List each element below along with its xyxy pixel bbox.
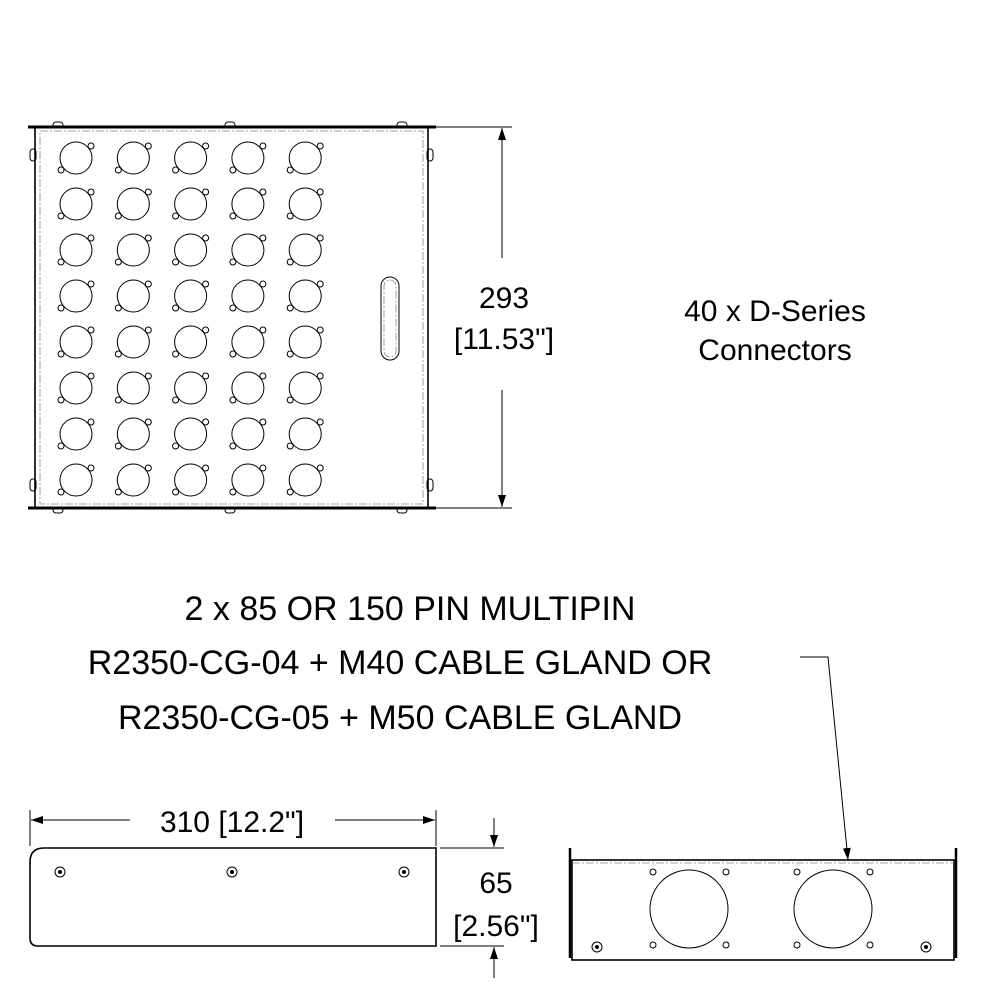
d-series-connector-cutout: [286, 417, 324, 451]
side-tab: [29, 478, 37, 492]
d-series-connector-cutout: [172, 233, 210, 267]
connector-note-line1: 40 x D-Series: [684, 295, 866, 328]
d-series-connector-cutout: [114, 187, 152, 221]
top-panel-view: [28, 121, 436, 514]
d-series-connector-cutout: [57, 187, 95, 221]
d-series-connector-cutout: [172, 187, 210, 221]
d-series-connector-cutout: [286, 371, 324, 405]
d-series-connector-cutout: [57, 325, 95, 359]
d-series-connector-cutout: [172, 417, 210, 451]
d-series-connector-cutout: [172, 279, 210, 313]
handle-slot: [380, 276, 400, 361]
d-series-connector-cutout: [114, 463, 152, 497]
d-series-connector-cutout: [229, 417, 267, 451]
height-dimension: 293 [11.53"]: [432, 126, 554, 509]
d-series-connector-cutout: [229, 141, 267, 175]
d-series-connector-cutout: [229, 187, 267, 221]
height-in-label: [11.53"]: [454, 323, 554, 356]
d-series-connector-cutout: [172, 463, 210, 497]
d-series-connector-cutout: [229, 463, 267, 497]
d-series-connector-cutout: [57, 417, 95, 451]
d-series-connector-cutout: [114, 233, 152, 267]
centerline: [39, 130, 424, 505]
connector-note-line2: Connectors: [698, 334, 851, 367]
leader-arrow: [800, 656, 851, 861]
d-series-connector-cutout: [57, 371, 95, 405]
flange-tab: [52, 506, 64, 514]
d-series-connector-cutout: [114, 325, 152, 359]
d-series-connector-cutout: [172, 371, 210, 405]
panel-outline: [34, 126, 429, 509]
flange-tabs: [29, 121, 434, 514]
screw-icon: [920, 941, 932, 953]
d-series-connector-cutout: [57, 141, 95, 175]
d-series-connector-cutout: [286, 233, 324, 267]
side-tab: [426, 148, 434, 162]
d-series-connector-cutout: [286, 279, 324, 313]
d-series-connector-cutout: [229, 233, 267, 267]
screw-icon: [591, 941, 603, 953]
d-series-connector-cutout: [114, 279, 152, 313]
side-tab: [426, 478, 434, 492]
d-series-connector-cutout: [57, 463, 95, 497]
d-series-connector-cutout: [172, 325, 210, 359]
screw-icon: [398, 866, 410, 878]
d-series-connector-cutout: [286, 187, 324, 221]
height-mm-label: 293: [479, 282, 529, 315]
multipin-note-line1: 2 x 85 OR 150 PIN MULTIPIN: [185, 590, 636, 628]
flange-tab: [224, 121, 236, 129]
side-view-panel: [29, 847, 437, 947]
multipin-cutout-right: [793, 868, 874, 949]
flange-tab: [224, 506, 236, 514]
d-series-connector-cutout: [114, 371, 152, 405]
depth-in-label: [2.56"]: [453, 910, 539, 943]
d-series-connector-cutout: [286, 141, 324, 175]
multipin-note-line3: R2350-CG-05 + M50 CABLE GLAND: [118, 699, 682, 737]
d-series-connector-cutout: [286, 325, 324, 359]
screw-icon: [226, 866, 238, 878]
side-tab: [29, 148, 37, 162]
flange-tab: [52, 121, 64, 129]
d-series-connector-cutout: [114, 417, 152, 451]
depth-dimension: 65 [2.56"]: [440, 818, 539, 978]
flange-tab: [396, 121, 408, 129]
depth-mm-label: 65: [479, 867, 512, 900]
d-series-connector-cutout: [57, 233, 95, 267]
multipin-note-line2: R2350-CG-04 + M40 CABLE GLAND OR: [88, 644, 713, 682]
flange-tab: [396, 506, 408, 514]
width-dimension: 310 [12.2"]: [29, 806, 437, 846]
d-series-connector-cutout: [172, 141, 210, 175]
screw-icon: [54, 866, 66, 878]
width-label: 310 [12.2"]: [160, 806, 304, 839]
d-series-connector-cutout: [229, 371, 267, 405]
connector-grid: [57, 141, 324, 497]
d-series-connector-cutout: [57, 279, 95, 313]
d-series-connector-cutout: [229, 325, 267, 359]
d-series-connector-cutout: [114, 141, 152, 175]
d-series-connector-cutout: [229, 279, 267, 313]
multipin-cutout-left: [649, 868, 730, 949]
rear-view-panel: [568, 848, 958, 961]
d-series-connector-cutout: [286, 463, 324, 497]
